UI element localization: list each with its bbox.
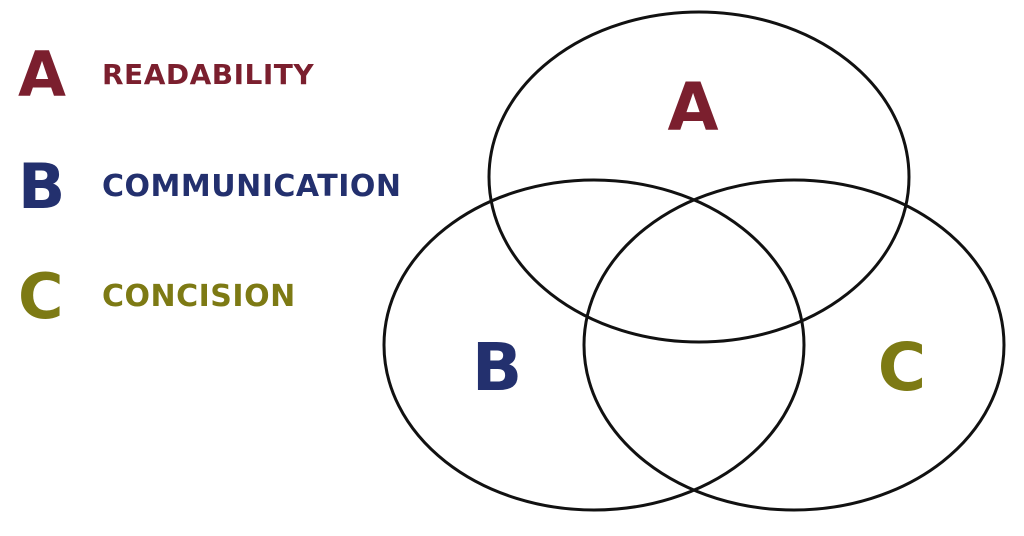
venn-label-b: B	[472, 329, 522, 406]
legend: A Readability B Communication C Concisio…	[0, 0, 460, 340]
legend-key-a: A	[18, 38, 66, 111]
legend-term-a: Readability	[102, 58, 315, 91]
legend-term-c: Concision	[102, 279, 296, 314]
legend-item-b: B Communication	[18, 150, 402, 223]
legend-key-c: C	[18, 260, 64, 333]
venn-label-a: A	[667, 69, 718, 146]
venn-circle-c	[582, 178, 1006, 512]
legend-key-b: B	[18, 150, 66, 223]
venn-label-c: C	[878, 329, 926, 406]
legend-item-c: C Concision	[18, 260, 296, 333]
venn-circle-b	[382, 178, 806, 512]
venn-circle-a	[487, 10, 911, 344]
legend-item-a: A Readability	[18, 38, 314, 111]
legend-term-b: Communication	[102, 169, 402, 204]
